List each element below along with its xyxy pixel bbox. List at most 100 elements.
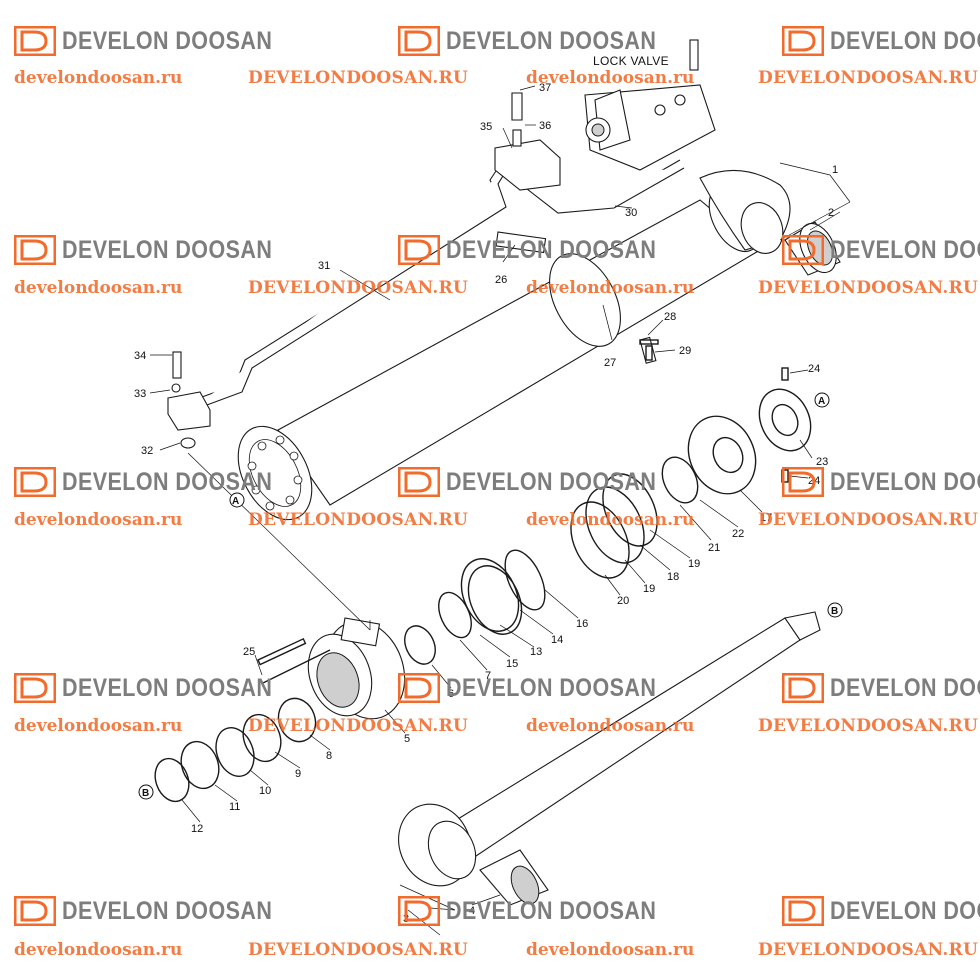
part-number-labels: 1 2 3 4 5 6 7 8 9 10 11 12 13 14 15 16 1… — [134, 82, 838, 925]
url-watermark: DEVELONDOOSAN.RU — [758, 68, 979, 88]
reference-marks: A A B B — [138, 392, 843, 800]
brand-watermark: DEVELON DOOSAN — [782, 24, 980, 58]
part-number: 6 — [448, 688, 454, 700]
url-watermark: DEVELONDOOSAN.RU — [248, 68, 469, 88]
part-number: 23 — [816, 456, 828, 468]
brand-watermark-text: DEVELON DOOSAN — [446, 896, 657, 925]
url-watermark: DEVELONDOOSAN.RU — [758, 278, 979, 298]
svg-text:A: A — [818, 396, 825, 407]
part-number: 10 — [259, 785, 271, 797]
brand-watermark: DEVELON DOOSAN — [14, 671, 307, 705]
brand-watermark: DEVELON DOOSAN — [398, 233, 691, 267]
url-watermark: develondoosan.ru — [526, 510, 695, 530]
develon-logo-icon — [398, 673, 440, 703]
part-number: 7 — [485, 670, 491, 682]
url-watermark: develondoosan.ru — [14, 716, 183, 736]
part-number: 18 — [667, 571, 679, 583]
part-number: 31 — [318, 260, 330, 272]
reference-mark-b: B — [138, 784, 154, 800]
cylinder-tube — [237, 169, 791, 521]
develon-logo-icon — [398, 235, 440, 265]
develon-logo-icon — [782, 26, 824, 56]
part-number: 9 — [295, 768, 301, 780]
brand-watermark-text: DEVELON DOOSAN — [446, 235, 657, 264]
develon-logo-icon — [398, 467, 440, 497]
part-number: 28 — [664, 311, 676, 323]
brand-watermark-text: DEVELON DOOSAN — [446, 26, 657, 55]
brand-watermark-text: DEVELON DOOSAN — [830, 235, 980, 264]
brand-watermark: DEVELON DOOSAN — [398, 465, 691, 499]
develon-logo-icon — [398, 896, 440, 926]
part-number: 2 — [828, 207, 834, 219]
head-bolt-circle — [247, 435, 303, 511]
brand-watermark: DEVELON DOOSAN — [782, 465, 980, 499]
part-number: 8 — [326, 750, 332, 762]
part-number: 21 — [708, 542, 720, 554]
url-watermark: DEVELONDOOSAN.RU — [758, 716, 979, 736]
brand-watermark: DEVELON DOOSAN — [398, 671, 691, 705]
reference-mark-a: A — [814, 392, 830, 408]
url-watermark: develondoosan.ru — [14, 940, 183, 960]
url-watermark: develondoosan.ru — [14, 68, 183, 88]
brand-watermark: DEVELON DOOSAN — [14, 465, 307, 499]
url-watermark: develondoosan.ru — [14, 510, 183, 530]
part-number: 37 — [539, 82, 551, 94]
part-number: 16 — [576, 618, 588, 630]
develon-logo-icon — [14, 26, 56, 56]
part-number: 17 — [760, 512, 772, 524]
url-watermark: develondoosan.ru — [526, 68, 695, 88]
develon-logo-icon — [398, 26, 440, 56]
develon-logo-icon — [782, 673, 824, 703]
clamp-35 — [494, 92, 561, 191]
url-watermark: develondoosan.ru — [526, 716, 695, 736]
brand-watermark: DEVELON DOOSAN — [14, 24, 307, 58]
brand-watermark: DEVELON DOOSAN — [782, 671, 980, 705]
develon-logo-icon — [14, 235, 56, 265]
brand-watermark-text: DEVELON DOOSAN — [830, 467, 980, 496]
svg-text:B: B — [831, 606, 838, 617]
part-number: 34 — [134, 350, 146, 362]
develon-logo-icon — [782, 467, 824, 497]
url-watermark: DEVELONDOOSAN.RU — [248, 510, 469, 530]
part-number: 4 — [469, 905, 475, 917]
piston-rod — [398, 611, 821, 911]
part-number: 36 — [539, 120, 551, 132]
brand-watermark-text: DEVELON DOOSAN — [446, 673, 657, 702]
flange-block — [167, 351, 211, 449]
brand-watermark: DEVELON DOOSAN — [14, 233, 307, 267]
brand-watermark-text: DEVELON DOOSAN — [62, 896, 273, 925]
reference-mark-b: B — [827, 602, 843, 618]
develon-logo-icon — [14, 896, 56, 926]
lock-valve-label: LOCK VALVE — [593, 54, 669, 68]
part-number: 26 — [495, 274, 507, 286]
brand-watermark-text: DEVELON DOOSAN — [62, 673, 273, 702]
part-number: 19 — [688, 558, 700, 570]
part-number: 12 — [191, 823, 203, 835]
part-number: 14 — [551, 634, 563, 646]
part-number: 29 — [679, 345, 691, 357]
brand-watermark: DEVELON DOOSAN — [782, 233, 980, 267]
part-number: 24 — [808, 363, 820, 375]
part-number: 32 — [141, 445, 153, 457]
part-number: 1 — [832, 164, 838, 176]
part-number: 27 — [604, 357, 616, 369]
develon-logo-icon — [14, 467, 56, 497]
pipe-31 — [179, 164, 507, 413]
develon-logo-icon — [782, 235, 824, 265]
develon-logo-icon — [782, 896, 824, 926]
part-number: 33 — [134, 388, 146, 400]
part-number: 5 — [404, 733, 410, 745]
brand-watermark-text: DEVELON DOOSAN — [830, 673, 980, 702]
develon-logo-icon — [14, 673, 56, 703]
part-number: 15 — [506, 658, 518, 670]
svg-text:A: A — [232, 496, 239, 507]
url-watermark: develondoosan.ru — [526, 940, 695, 960]
part-number: 11 — [229, 801, 240, 813]
brand-watermark-text: DEVELON DOOSAN — [830, 26, 980, 55]
part-number: 19 — [643, 583, 655, 595]
url-watermark: DEVELONDOOSAN.RU — [248, 940, 469, 960]
part-number: 35 — [480, 121, 492, 133]
part-number: 13 — [530, 646, 542, 658]
url-watermark: develondoosan.ru — [14, 278, 183, 298]
